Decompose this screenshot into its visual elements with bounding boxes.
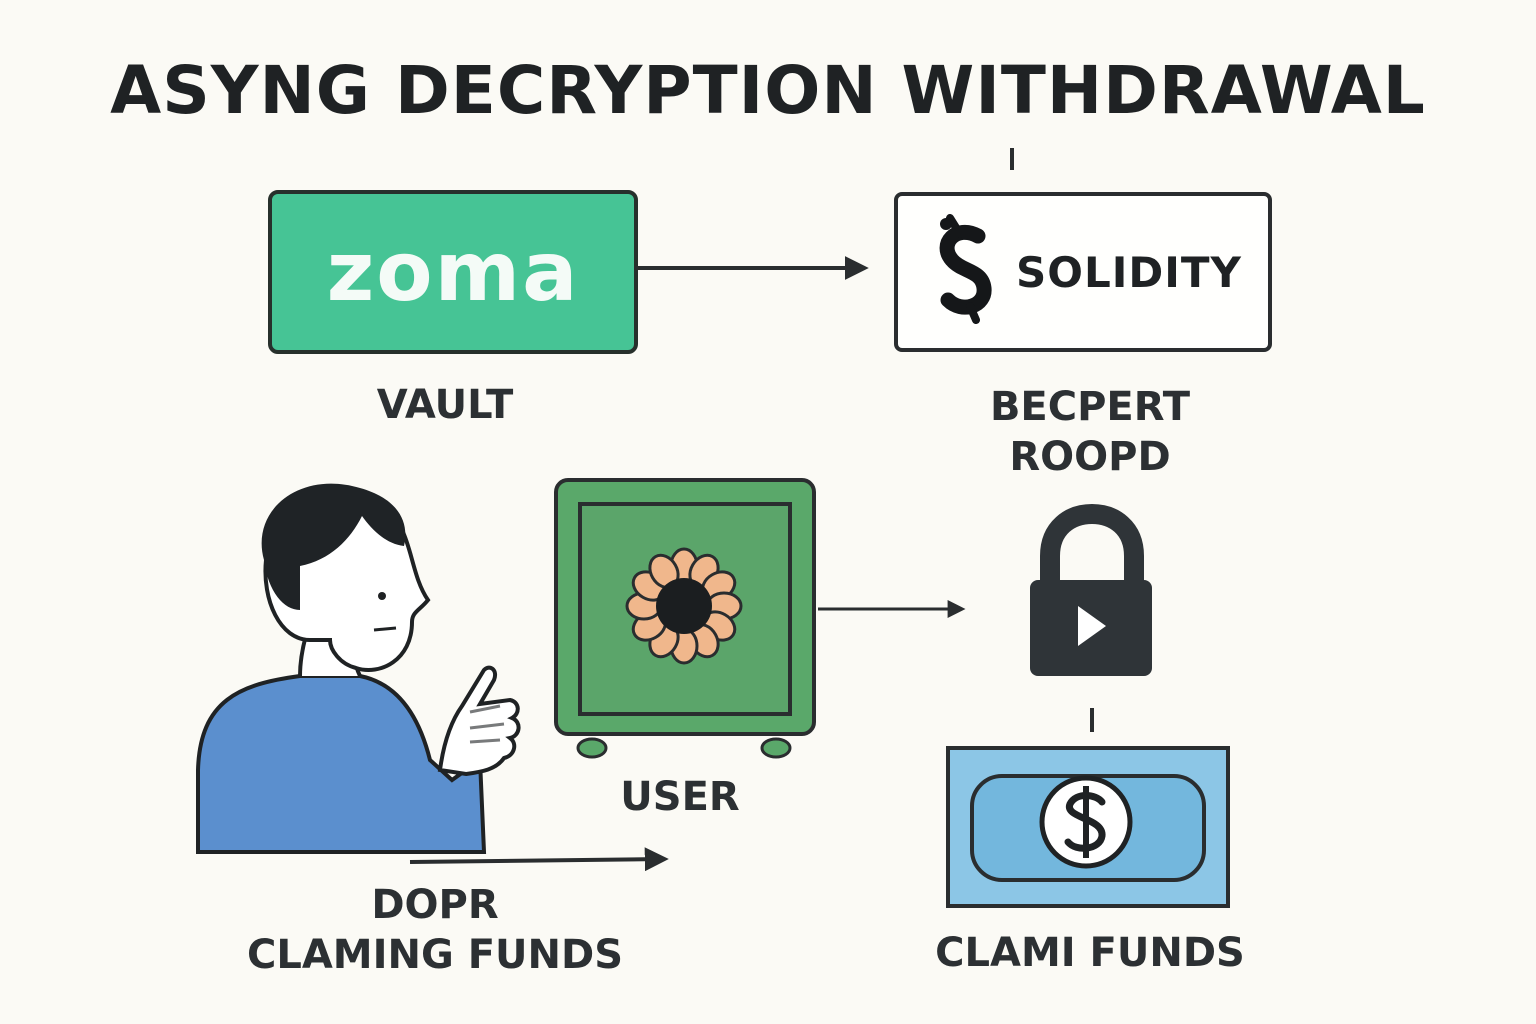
lock-icon (1030, 503, 1152, 676)
safe-icon (554, 478, 816, 759)
vault-label: VAULT (376, 382, 514, 428)
person-label: DOPR CLAMING FUNDS (220, 880, 650, 980)
solidity-label: BECPERT ROOPD (960, 382, 1220, 482)
funds-label: CLAMI FUNDS (935, 930, 1245, 976)
arrow-person-to-user (409, 847, 669, 872)
user-label: USER (620, 774, 740, 820)
zoma-text: zoma (326, 224, 580, 320)
person-icon (196, 483, 521, 854)
zoma-node: zoma (268, 190, 638, 354)
person-label-line2: CLAMING FUNDS (246, 932, 623, 978)
dollar-icon (1064, 786, 1106, 858)
solidity-text: SOLIDITY (1016, 248, 1242, 297)
person-label-line1: DOPR (371, 882, 499, 928)
solidity-node: SOLIDITY (894, 192, 1272, 352)
solidity-label-line2: ROOPD (1009, 434, 1171, 480)
solidity-label-line1: BECPERT (989, 384, 1191, 430)
dollar-bill-icon (946, 746, 1230, 908)
safe-dial-icon (625, 547, 743, 665)
diagram-title: ASYNG DECRYPTION WITHDRAWAL (110, 52, 1426, 129)
solidity-logo-icon (939, 214, 992, 324)
